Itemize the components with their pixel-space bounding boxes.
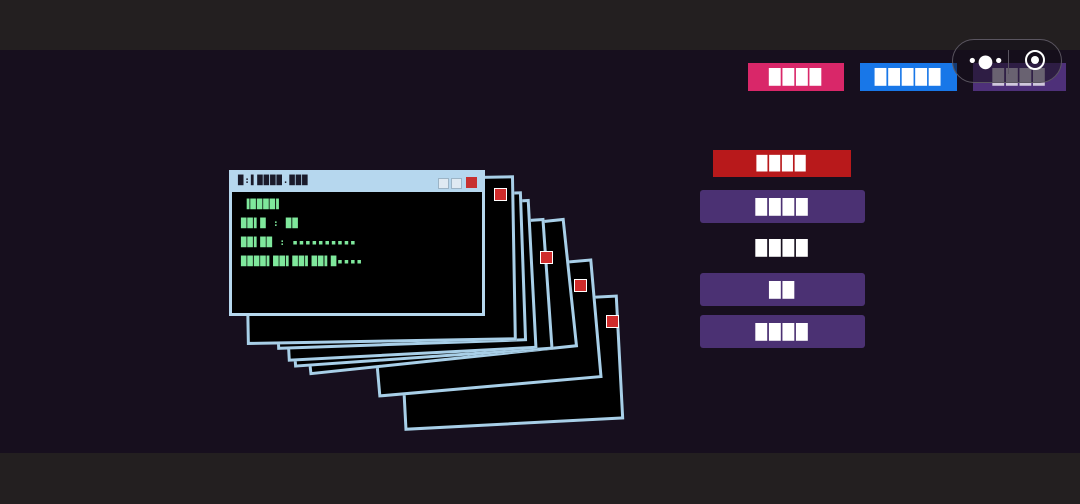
menu-button-1[interactable]: ████ <box>700 190 865 223</box>
menu-primary-button[interactable]: ████ <box>713 150 851 177</box>
window-title-bar <box>232 173 482 192</box>
minimize-icon[interactable] <box>438 178 449 189</box>
terminal-line: ██▌██ : ▪▪▪▪▪▪▪▪▪▪ <box>241 238 357 248</box>
bottom-letterbox <box>0 453 1080 504</box>
terminal-line: ██▌█ : ██ <box>241 219 299 229</box>
terminal-line: ████▌██▌██▌██▌█▪▪▪▪ <box>241 257 363 267</box>
close-icon[interactable] <box>606 315 619 328</box>
game-stage: █:▌████.███ ▐████▌ ██▌█ : ██ ██▌██ : ▪▪▪… <box>0 50 1080 453</box>
close-icon[interactable] <box>574 279 587 292</box>
top-button-2[interactable]: █████ <box>860 63 957 91</box>
menu-button-4[interactable]: ████ <box>700 315 865 348</box>
top-button-1[interactable]: ████ <box>748 63 844 91</box>
capsule-divider <box>1008 50 1009 74</box>
top-letterbox <box>0 0 1080 50</box>
terminal-line: ▐████▌ <box>244 200 283 210</box>
capsule-menu: •●• <box>952 39 1062 83</box>
close-icon[interactable] <box>466 177 477 188</box>
menu-button-2[interactable]: ████ <box>755 238 810 257</box>
menu-button-3[interactable]: ██ <box>700 273 865 306</box>
terminal-window-main: █:▌████.███ ▐████▌ ██▌█ : ██ ██▌██ : ▪▪▪… <box>229 170 485 316</box>
maximize-icon[interactable] <box>451 178 462 189</box>
window-title: █:▌████.███ <box>238 176 309 186</box>
more-dots-icon[interactable]: •●• <box>967 51 1004 72</box>
target-icon[interactable] <box>1025 50 1045 70</box>
close-icon[interactable] <box>540 251 553 264</box>
close-icon[interactable] <box>494 188 507 201</box>
